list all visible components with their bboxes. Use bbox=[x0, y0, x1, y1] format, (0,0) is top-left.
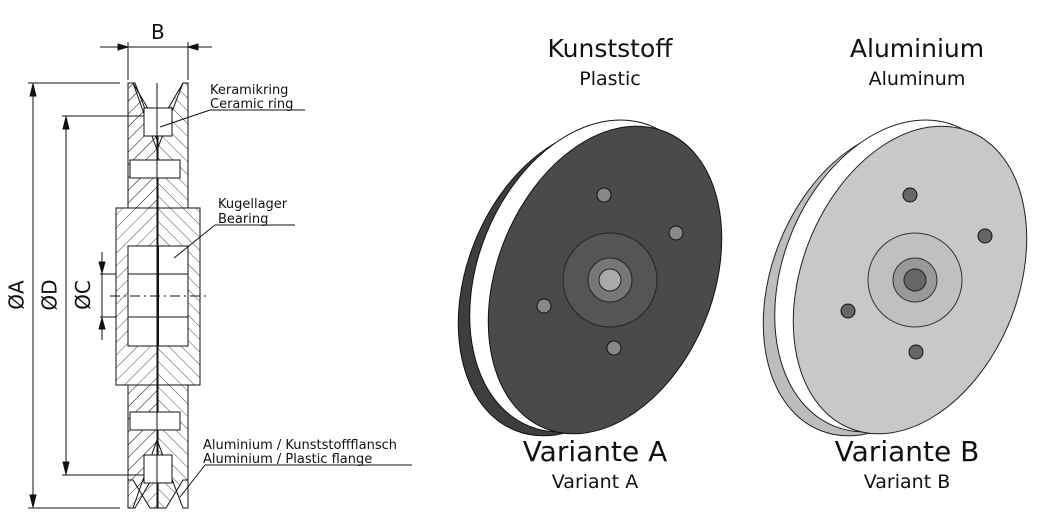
variant-b-material-de: Aluminium bbox=[849, 34, 985, 63]
variant-a-name-de: Variante A bbox=[522, 435, 668, 468]
dim-b-label: B bbox=[151, 20, 165, 44]
dim-a-label: ØA bbox=[4, 280, 29, 310]
callout-flange-de: Aluminium / Kunststoffflansch bbox=[203, 438, 397, 453]
variant-b-name-de: Variante B bbox=[834, 435, 980, 468]
callout-ceramic-de: Keramikring bbox=[210, 83, 289, 98]
dim-d-label: ØD bbox=[37, 279, 62, 311]
variant-b-material-en: Aluminum bbox=[868, 68, 966, 90]
variant-b-name-en: Variant B bbox=[863, 471, 951, 493]
variant-a-material-en: Plastic bbox=[579, 68, 641, 90]
callout-flange-en: Aluminium / Plastic flange bbox=[203, 452, 373, 467]
callout-bearing-de: Kugellager bbox=[218, 197, 288, 212]
wheel-variant-b bbox=[762, 119, 1028, 437]
variant-a-name-en: Variant A bbox=[551, 471, 639, 493]
dim-c-label: ØC bbox=[70, 280, 95, 310]
variant-a-material-de: Kunststoff bbox=[547, 34, 673, 63]
callout-ceramic-en: Ceramic ring bbox=[210, 97, 294, 112]
callout-bearing-en: Bearing bbox=[218, 212, 269, 227]
wheel-variant-a bbox=[457, 119, 723, 437]
